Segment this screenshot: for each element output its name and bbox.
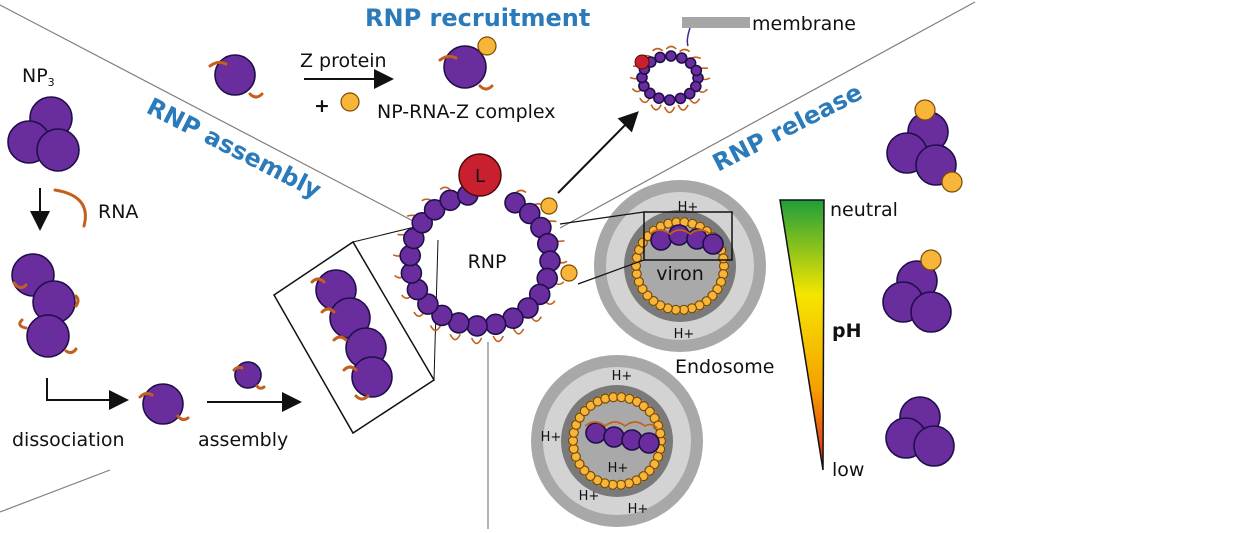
complex-label: NP-RNA-Z complex [377, 101, 556, 123]
l-protein-mini [635, 55, 649, 69]
rnp-label: RNP [468, 251, 507, 273]
np-bead [685, 89, 695, 99]
h-plus-label: H+ [608, 461, 629, 476]
arrow-to-membrane [558, 114, 636, 193]
l-protein: L [459, 154, 501, 196]
section-title-release: RNP release [708, 78, 867, 177]
rna-loop [678, 105, 688, 110]
h-plus-label: H+ [674, 327, 695, 342]
membrane-bar [682, 17, 750, 28]
np-bead [665, 95, 675, 105]
np-rna-top [210, 55, 262, 97]
section-title-recruitment: RNP recruitment [365, 4, 590, 32]
rna-loop [666, 47, 676, 49]
ph-neutral-label: neutral [830, 199, 898, 221]
np-monomer [140, 384, 188, 424]
arrow-dissociation [47, 378, 125, 400]
np-trimer-no-z [886, 397, 954, 466]
z-protein-bound [561, 265, 577, 281]
z-protein-bound [541, 198, 557, 214]
np-bead [655, 52, 665, 62]
section-title-assembly: RNP assembly [142, 92, 326, 204]
dissociation-label: dissociation [12, 429, 125, 451]
endosome-lower: H+ H+ H+ H+ H+ [531, 355, 703, 527]
ph-label: pH [832, 320, 862, 342]
np-bead [666, 51, 676, 61]
np-small [234, 362, 264, 388]
rna-loop [665, 107, 675, 112]
h-plus-label: H+ [541, 430, 562, 445]
np-trimer-one-z [883, 250, 951, 332]
endosome-upper: viron H+ H+ [594, 180, 766, 352]
ph-gradient-wedge [780, 200, 824, 470]
h-plus-label: H+ [628, 502, 649, 517]
np-trimer-two-z [887, 100, 962, 192]
h-plus-label: H+ [678, 200, 699, 215]
rna-loop [440, 187, 450, 189]
membrane-label: membrane [752, 13, 856, 35]
np-bead [467, 316, 487, 336]
np-bead [691, 66, 701, 76]
rna-strand-icon [55, 190, 85, 226]
np-rna-z-complex [440, 37, 496, 89]
rna-loop [653, 49, 663, 51]
rna-loop [514, 329, 524, 334]
tether-line [687, 28, 690, 46]
divider-release [560, 2, 975, 228]
assembly-label: assembly [198, 429, 288, 451]
rna-loop [472, 338, 482, 343]
z-protein-bead [719, 254, 728, 263]
divider-left-bottom [0, 470, 110, 512]
np-bead [676, 93, 686, 103]
np-rna-stack [12, 254, 78, 357]
rna-loop [680, 50, 690, 52]
ph-low-label: low [832, 459, 864, 481]
rna-label: RNA [98, 201, 138, 223]
rna-loop [651, 105, 661, 110]
rna-loop [516, 190, 526, 192]
z-protein-label: Z protein [300, 50, 387, 72]
viron-label: viron [656, 263, 704, 285]
rna-loop [690, 99, 700, 103]
h-plus-label: H+ [579, 489, 600, 504]
np3-trimer [8, 97, 79, 171]
endosome-label: Endosome [675, 356, 774, 378]
np3-label: NP3 [22, 65, 55, 89]
z-protein-icon [341, 93, 359, 111]
h-plus-label: H+ [612, 369, 633, 384]
l-protein-label: L [475, 166, 485, 187]
rna-loop [493, 336, 503, 341]
np-bead [486, 314, 506, 334]
plus-sign: + [314, 95, 330, 117]
rna-loop [450, 334, 460, 339]
